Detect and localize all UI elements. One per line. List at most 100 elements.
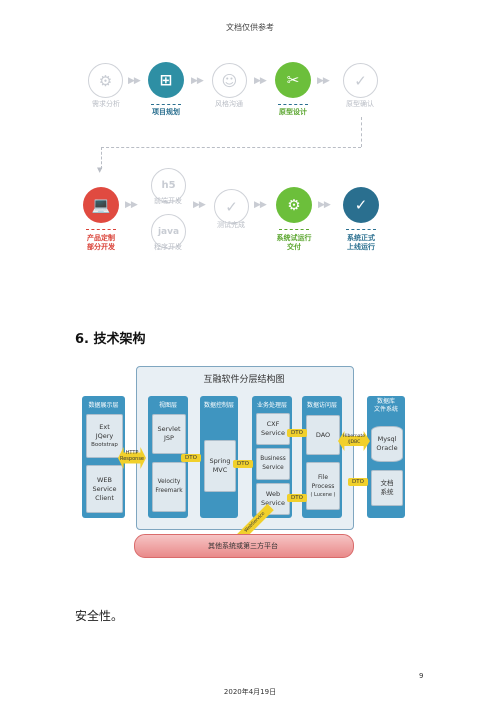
connector-line: [361, 117, 362, 147]
underline: [279, 229, 309, 230]
box-text: ( Lucene ): [310, 491, 336, 498]
box-text: Spring: [209, 457, 231, 465]
dto-tag: DTO: [233, 460, 253, 468]
http-arrow: [118, 447, 146, 469]
dto-tag: DTO: [348, 478, 368, 486]
underline: [278, 104, 308, 105]
dto-tag: DTO: [287, 429, 307, 437]
business-box-1: CXF Service: [256, 413, 290, 445]
box-text: WEB: [97, 475, 112, 484]
box-text: MVC: [212, 466, 228, 474]
flow-node-1-icon: ⚙: [88, 63, 123, 98]
view-box-1: Servlet JSP: [152, 414, 186, 454]
display-layer-head: 数据展示层: [88, 402, 119, 409]
flow-label-6: 产品定制 部分开发: [87, 234, 115, 251]
view-layer-head: 视图层: [158, 402, 177, 409]
arrow-icon: ▶▶: [317, 76, 330, 86]
http-label-line: HTTP: [125, 450, 139, 456]
arrow-icon: ▶▶: [318, 200, 331, 210]
box-text: DAO: [315, 430, 331, 439]
box-text: Mysql: [377, 435, 397, 443]
db-layer-head: 数据库 文件系统: [367, 398, 405, 414]
flow-label-8: 程序开发: [154, 243, 182, 251]
box-text: Bootstrap: [91, 441, 118, 448]
arrow-icon: ▶▶: [254, 76, 267, 86]
box-text: JQery: [95, 431, 114, 440]
flow-label-9: 测试完成: [217, 221, 245, 229]
prototype-confirm-icon: ✓: [343, 63, 378, 98]
box-text: Oracle: [376, 444, 398, 452]
flow-label-10: 系统试运行 交付: [276, 234, 312, 251]
access-box-dao: DAO: [306, 415, 340, 455]
box-text: Service: [92, 484, 117, 493]
box-text: 系统: [380, 488, 394, 496]
underline: [151, 104, 181, 105]
box-text: Business: [260, 456, 286, 462]
hibernate-arrow: [338, 431, 370, 451]
flow-label-3: 风格沟通: [215, 100, 243, 108]
dto-tag: DTO: [287, 494, 307, 502]
underline: [346, 229, 376, 230]
control-layer-head: 数据控制层: [203, 402, 234, 409]
flow-label-7: 前端开发: [154, 197, 182, 205]
database-icon: Mysql Oracle: [371, 426, 403, 462]
connector-line: [101, 147, 102, 169]
box-text: Velocity: [157, 479, 181, 485]
box-text: Service: [260, 429, 286, 437]
flow-label-2: 项目规划: [152, 108, 180, 116]
db-head-line: 数据库: [376, 398, 395, 405]
section-title: 技术架构: [93, 332, 146, 347]
box-text: Service: [262, 465, 284, 471]
page-footer-date: 2020年4月19日: [223, 688, 277, 696]
platform-bar: [134, 534, 354, 558]
box-text: Servlet: [157, 425, 181, 433]
prototype-design-icon: ✂: [275, 62, 311, 98]
arrow-down-icon: ▼: [97, 166, 103, 174]
hibernate-label-line: Hibernate: [342, 434, 366, 439]
control-box: Spring MVC: [204, 440, 236, 492]
box-text: Process: [311, 482, 335, 490]
http-label: HTTP Response: [115, 450, 149, 462]
document-icon: 文档 系统: [371, 470, 403, 506]
box-text: Client: [95, 493, 114, 502]
connector-line: [101, 147, 361, 148]
project-plan-icon: ⊞: [148, 62, 184, 98]
dto-tag: DTO: [181, 454, 201, 462]
box-text: Web: [265, 490, 281, 498]
hibernate-label-line: /JDBC: [347, 440, 361, 445]
arrow-icon: ▶▶: [254, 200, 267, 210]
arrow-icon: ▶▶: [193, 200, 206, 210]
platform-label: 其他系统或第三方平台: [208, 542, 278, 550]
business-box-2: Business Service: [256, 448, 290, 480]
flow-label-5: 原型确认: [346, 100, 374, 108]
box-text: 文档: [380, 479, 394, 487]
arrow-icon: ▶▶: [125, 200, 138, 210]
trial-run-icon: ⚙: [276, 187, 312, 223]
db-head-line: 文件系统: [373, 406, 398, 413]
box-text: Ext: [99, 422, 110, 431]
page-number: 9: [419, 672, 424, 680]
page-header: 文档仅供参考: [226, 23, 274, 32]
section-number: 6.: [75, 332, 89, 347]
box-text: File: [317, 473, 329, 481]
style-communication-icon: ☺: [212, 63, 247, 98]
arrow-icon: ▶▶: [191, 76, 204, 86]
flow-label-1: 需求分析: [92, 100, 120, 108]
test-complete-icon: ✓: [214, 189, 249, 224]
html5-icon: h5: [151, 168, 186, 203]
java-icon: java: [151, 214, 186, 249]
box-text: JSP: [164, 434, 174, 442]
body-text: 安全性。: [75, 609, 124, 623]
access-layer-head: 数据访问层: [306, 402, 337, 409]
diagram-title: 互融软件分层结构图: [203, 375, 285, 385]
http-label-line: Response: [119, 456, 144, 462]
underline: [86, 229, 116, 230]
section-heading: 6. 技术架构: [75, 328, 146, 347]
business-layer-head: 业务处理层: [256, 402, 287, 409]
box-text: CXF: [266, 420, 280, 428]
display-bottom-box: WEB Service Client: [86, 465, 123, 513]
box-text: Freemark: [155, 488, 183, 494]
arrow-icon: ▶▶: [128, 76, 141, 86]
display-top-box: Ext JQery Bootstrap: [86, 414, 123, 458]
access-box-file: File Process ( Lucene ): [306, 462, 340, 510]
